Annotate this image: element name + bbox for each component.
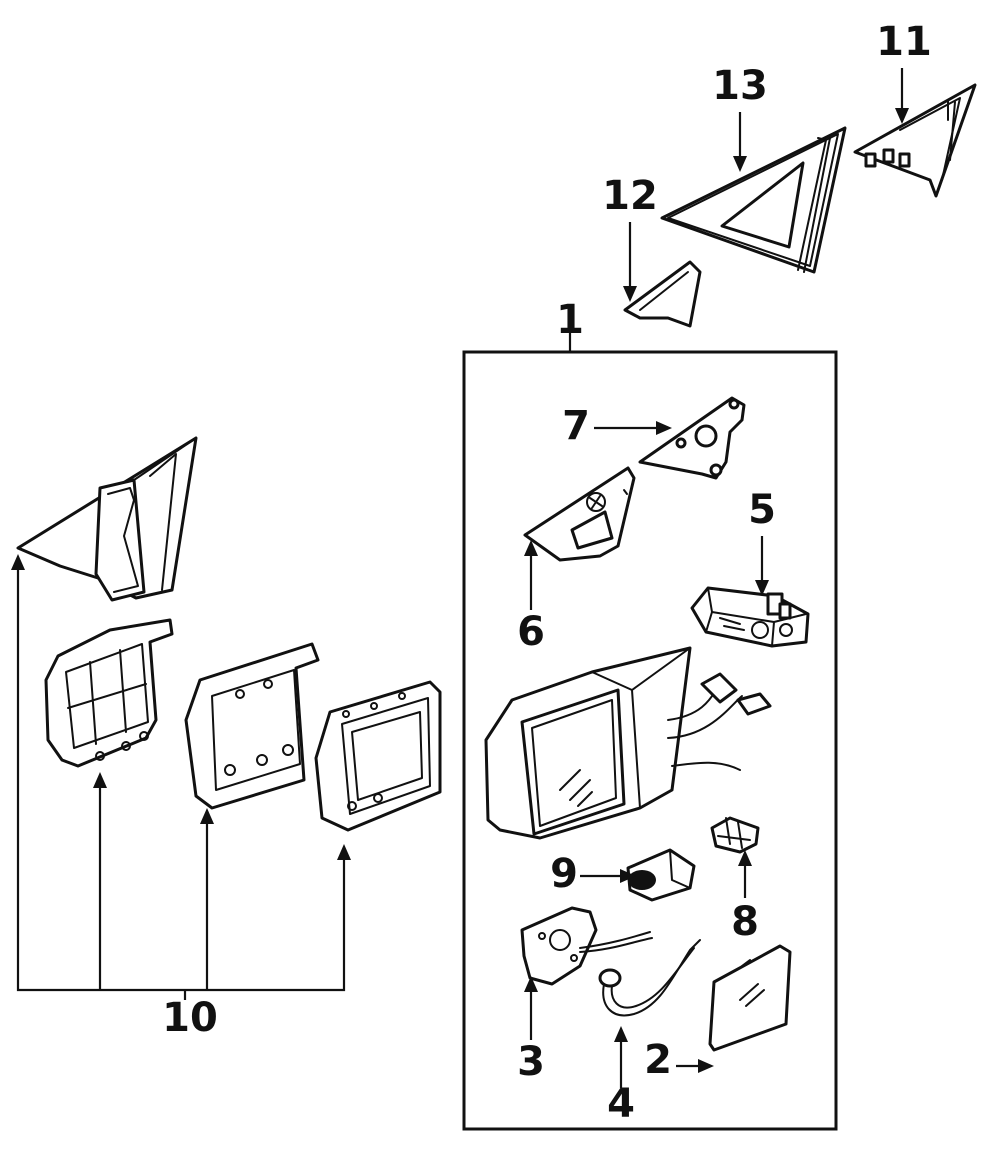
mirror-assembly-main[interactable]	[484, 646, 772, 840]
part-10-housing-bezel-c[interactable]	[314, 680, 442, 832]
part-13-triangle-glass[interactable]	[660, 126, 847, 274]
arrowhead	[524, 976, 538, 992]
arrowhead	[337, 844, 351, 860]
arrowhead	[11, 554, 25, 570]
arrowhead	[738, 850, 752, 866]
callout-11: 11	[876, 19, 932, 65]
callout-1: 1	[556, 297, 584, 343]
part-10-housing-frame-b[interactable]	[184, 642, 320, 810]
callout-9: 9	[550, 851, 578, 897]
part-7-mounting-plate[interactable]	[638, 396, 746, 480]
part-9-connector[interactable]	[626, 848, 696, 902]
callout-2: 2	[644, 1037, 672, 1083]
part-2-mirror-glass[interactable]	[708, 944, 792, 1052]
callout-5: 5	[748, 487, 776, 533]
arrowhead	[524, 540, 538, 556]
callout-13: 13	[712, 63, 768, 109]
callout-10: 10	[162, 995, 218, 1041]
arrowhead	[623, 286, 637, 302]
arrowhead	[620, 869, 636, 883]
part-11-trim-cover[interactable]	[853, 83, 977, 198]
arrowhead	[698, 1059, 714, 1073]
part-4-wire-harness[interactable]	[598, 939, 701, 1017]
arrowhead	[93, 772, 107, 788]
arrowhead	[895, 108, 909, 124]
part-6-inner-cover[interactable]	[523, 466, 636, 562]
arrowhead	[733, 156, 747, 172]
part-12-corner-seal[interactable]	[623, 260, 702, 328]
arrowhead	[656, 421, 672, 435]
callout-6: 6	[517, 609, 545, 655]
callout-12: 12	[602, 173, 658, 219]
part-3-actuator[interactable]	[520, 906, 653, 986]
callout-4: 4	[607, 1081, 635, 1127]
callout-8: 8	[731, 899, 759, 945]
part-5-mirror-motor[interactable]	[690, 586, 810, 648]
assembly-kit-box	[462, 350, 838, 1131]
arrowhead	[614, 1026, 628, 1042]
arrowhead	[200, 808, 214, 824]
arrowhead	[755, 580, 769, 596]
part-10-mirror-shell[interactable]	[16, 436, 198, 602]
callout-3: 3	[517, 1039, 545, 1085]
part-8-connector-clip[interactable]	[710, 816, 760, 854]
callout-7: 7	[562, 403, 590, 449]
part-10-housing-cover-a[interactable]	[44, 618, 174, 768]
